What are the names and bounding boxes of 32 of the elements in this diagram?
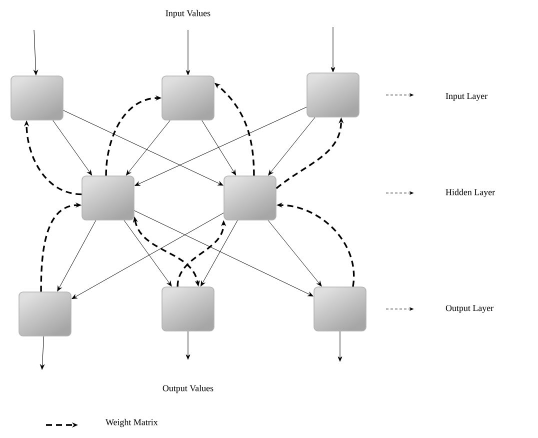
neuron-box	[18, 292, 72, 336]
arrow	[200, 220, 238, 286]
arrow	[186, 331, 190, 360]
arrow	[34, 30, 38, 76]
arrow	[134, 210, 314, 296]
arrow	[72, 212, 224, 300]
arrow	[124, 220, 172, 286]
neuron-box	[306, 72, 360, 118]
arrow	[63, 110, 224, 186]
arrow	[330, 26, 336, 72]
neuron-box	[314, 286, 366, 332]
arrow	[126, 120, 170, 176]
neuron-box	[162, 76, 214, 120]
neuron-box	[10, 76, 64, 120]
arrow	[134, 106, 307, 186]
value-label: Output Values	[162, 384, 214, 394]
arrow	[186, 30, 190, 76]
arrow	[40, 336, 44, 370]
value-label: Input Values	[166, 10, 210, 18]
neuron-box	[82, 176, 134, 220]
arrow	[268, 117, 316, 176]
layer-label: Hidden Layer	[446, 188, 495, 198]
layer-label: Output Layer	[446, 305, 494, 313]
legend-label: Weight Matrix	[106, 418, 158, 428]
layer-label: Input Layer	[446, 93, 488, 101]
arrow	[268, 220, 322, 286]
arrow	[202, 120, 236, 176]
arrow	[338, 331, 342, 362]
neuron-box	[162, 286, 214, 332]
arrow	[57, 220, 96, 292]
neuron-box	[224, 176, 276, 220]
arrow	[52, 120, 92, 176]
